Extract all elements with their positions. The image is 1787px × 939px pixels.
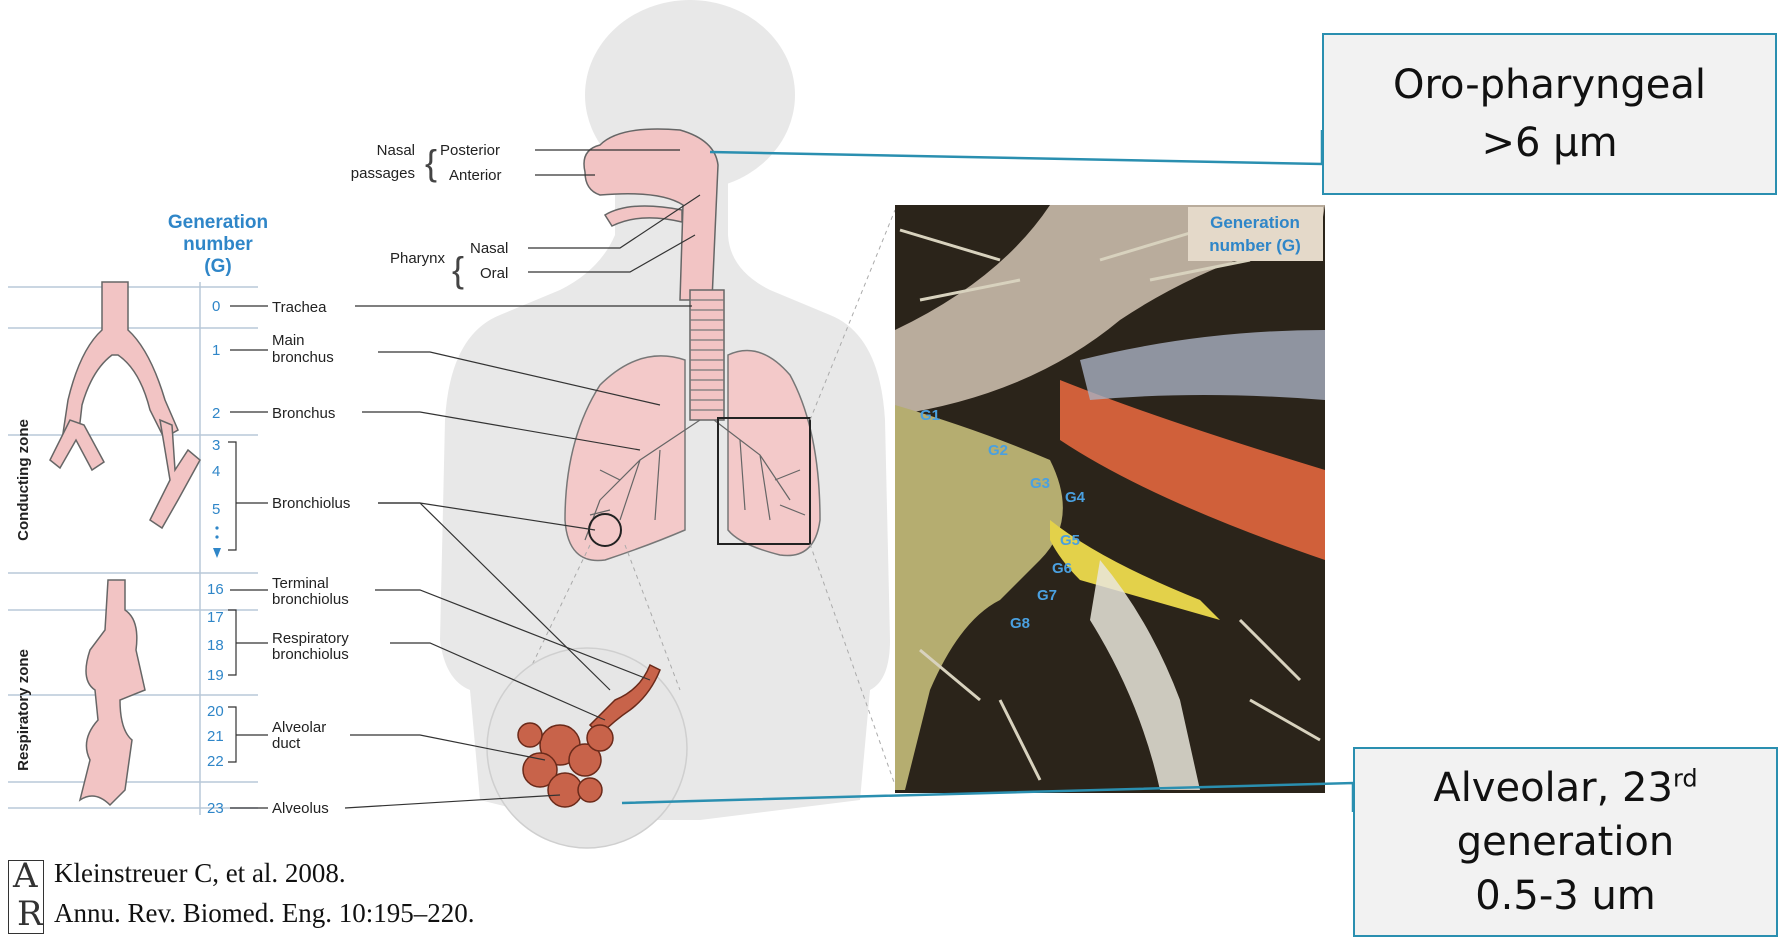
alveolar-duct-label-2: duct xyxy=(272,735,301,752)
cast-label-g7: G7 xyxy=(1037,587,1057,604)
oro-pharyngeal-callout: Oro-pharyngeal >6 μm xyxy=(1322,33,1777,195)
gen-number: 17 xyxy=(207,609,224,626)
gen-number: 4 xyxy=(212,463,220,480)
generation-brackets xyxy=(228,442,236,762)
citation: A R Kleinstreuer C, et al. 2008. Annu. R… xyxy=(8,854,648,936)
conducting-zone-label: Conducting zone xyxy=(15,419,32,541)
gen-number: 3 xyxy=(212,437,220,454)
generation-numbers: 0 1 2 3 4 5 16 17 18 19 20 21 22 23 xyxy=(207,298,224,817)
gen-number: 18 xyxy=(207,637,224,654)
trachea-label: Trachea xyxy=(272,299,327,316)
annual-reviews-logo: A R xyxy=(8,860,44,934)
main-bronchus-label-2: bronchus xyxy=(272,349,334,366)
airway-branch-schematic xyxy=(50,282,200,805)
gen-number: 22 xyxy=(207,753,224,770)
gen-number: 20 xyxy=(207,703,224,720)
generation-header: Generation number (G) xyxy=(168,212,268,277)
cast-label-g4: G4 xyxy=(1065,489,1086,506)
cast-label-g5: G5 xyxy=(1060,532,1080,549)
nasal-brace: { xyxy=(425,142,437,183)
gen-number: 16 xyxy=(207,581,224,598)
respiratory-bronchiolus-label-2: bronchiolus xyxy=(272,646,349,663)
citation-line2: Annu. Rev. Biomed. Eng. 10:195–220. xyxy=(54,898,474,929)
callout-bottom-line3: 0.5-3 um xyxy=(1475,869,1656,923)
gen-number: 21 xyxy=(207,728,224,745)
terminal-bronchiolus-label: Terminal xyxy=(272,575,329,592)
main-bronchus-label: Main xyxy=(272,332,305,349)
gen-number: 1 xyxy=(212,342,220,359)
cast-label-g2: G2 xyxy=(988,442,1008,459)
respiratory-zone-label: Respiratory zone xyxy=(15,649,32,771)
callout-bottom-line2: generation xyxy=(1457,815,1675,869)
alveolar-duct-label: Alveolar xyxy=(272,719,326,736)
nasal-posterior-label: Posterior xyxy=(440,142,500,159)
nasal-group-label: Nasal xyxy=(377,142,415,159)
gen-header-line3: (G) xyxy=(204,256,231,277)
upper-labels: Nasal passages { Posterior Anterior Phar… xyxy=(351,142,509,290)
callout-top-line2: >6 μm xyxy=(1481,114,1617,172)
callout-bottom-line1: Alveolar, 23 xyxy=(1433,765,1673,811)
gen-continuation-dots xyxy=(213,526,221,558)
gen-number: 23 xyxy=(207,800,224,817)
alveolus-label: Alveolus xyxy=(272,800,329,817)
trachea-shape xyxy=(690,290,724,420)
gen-number: 2 xyxy=(212,405,220,422)
respiratory-bronchiolus-label: Respiratory xyxy=(272,630,349,647)
airway-cast-photo: Generation number (G) G1 G2 G3 G4 G5 G6 … xyxy=(895,205,1325,793)
bronchiolus-label: Bronchiolus xyxy=(272,495,350,512)
pharynx-group-label: Pharynx xyxy=(390,250,446,267)
pharynx-nasal-label: Nasal xyxy=(470,240,508,257)
cast-header-line2: number (G) xyxy=(1209,236,1301,255)
alveolar-callout: Alveolar, 23rd generation 0.5-3 um xyxy=(1353,747,1778,937)
cast-label-g8: G8 xyxy=(1010,615,1030,632)
logo-letter-r: R xyxy=(17,897,43,931)
citation-line1: Kleinstreuer C, et al. 2008. xyxy=(54,858,346,889)
nasal-anterior-label: Anterior xyxy=(449,167,502,184)
bronchus-label: Bronchus xyxy=(272,405,335,422)
cast-header-line1: Generation xyxy=(1210,213,1300,232)
pharynx-oral-label: Oral xyxy=(480,265,508,282)
cast-label-g3: G3 xyxy=(1030,475,1050,492)
nasal-group-label-2: passages xyxy=(351,165,415,182)
gen-number: 19 xyxy=(207,667,224,684)
cast-label-g1: G1 xyxy=(920,407,940,424)
callout-bottom-sup: rd xyxy=(1673,765,1698,793)
callout-bottom-line1-wrap: Alveolar, 23rd xyxy=(1433,761,1697,815)
terminal-bronchiolus-label-2: bronchiolus xyxy=(272,591,349,608)
cast-label-g6: G6 xyxy=(1052,560,1072,577)
gen-header-line1: Generation xyxy=(168,212,268,233)
gen-header-line2: number xyxy=(183,234,253,255)
pharynx-brace: { xyxy=(452,249,464,290)
logo-letter-a: A xyxy=(13,859,38,893)
structure-labels: Trachea Main bronchus Bronchus Bronchiol… xyxy=(272,299,350,817)
callout-top-line1: Oro-pharyngeal xyxy=(1393,56,1706,114)
gen-number: 5 xyxy=(212,501,220,518)
gen-number: 0 xyxy=(212,298,220,315)
alveoli-magnified xyxy=(487,648,687,848)
